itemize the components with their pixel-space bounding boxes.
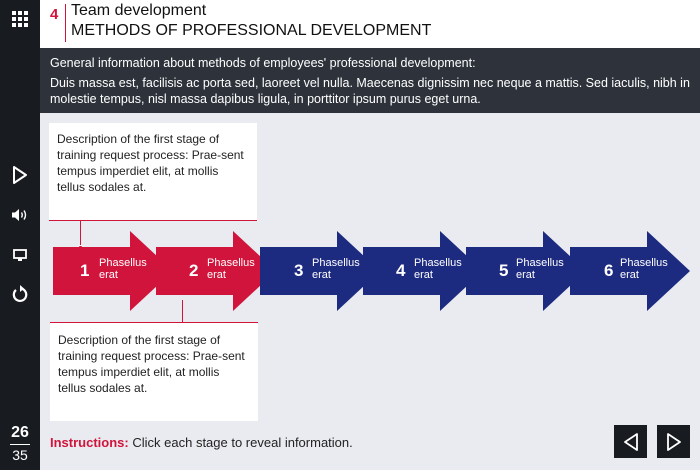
arrow-fill xyxy=(570,231,690,311)
stage-2-arrow[interactable]: 2 Phasellus erat xyxy=(156,231,281,311)
stage-number: 6 xyxy=(604,261,614,280)
lesson-title: Team development xyxy=(71,2,207,19)
menu-grid-icon xyxy=(12,11,28,27)
info-title: General information about methods of emp… xyxy=(50,56,476,70)
previous-button[interactable] xyxy=(614,425,647,458)
stage-number: 5 xyxy=(499,261,509,280)
description-box-bottom: Description of the first stage of traini… xyxy=(50,322,258,421)
instructions-label: Instructions: xyxy=(50,435,129,450)
play-button[interactable] xyxy=(0,161,40,189)
stage-label-line2: erat xyxy=(312,269,331,281)
arrow-shape xyxy=(466,231,586,311)
arrow-fill xyxy=(156,231,276,311)
stage-number: 2 xyxy=(189,261,199,280)
subtitles-icon xyxy=(13,248,27,261)
stage-label-line1: Phasellus xyxy=(414,257,462,269)
replay-icon xyxy=(12,285,28,302)
stage-number: 3 xyxy=(294,261,304,280)
page-total: 35 xyxy=(12,447,28,463)
stage-label-line2: erat xyxy=(516,269,535,281)
stage-label-line2: erat xyxy=(99,269,118,281)
replay-button[interactable] xyxy=(0,280,40,308)
arrow-fill xyxy=(53,231,173,311)
stage-3-arrow[interactable]: 3 Phasellus erat xyxy=(260,231,385,311)
arrow-shape xyxy=(53,231,173,311)
stage-number: 1 xyxy=(80,261,90,280)
stage-label-line2: erat xyxy=(207,269,226,281)
connector-line-bottom xyxy=(50,322,258,323)
next-button[interactable] xyxy=(657,425,690,458)
connector-stem-bottom xyxy=(182,300,183,322)
page-title: METHODS OF PROFESSIONAL DEVELOPMENT xyxy=(71,22,432,39)
subtitles-button[interactable] xyxy=(0,241,40,269)
chevron-left-icon xyxy=(623,432,638,451)
header-divider xyxy=(65,4,66,42)
arrow-shape xyxy=(260,231,380,311)
info-body: Duis massa est, facilisis ac porta sed, … xyxy=(50,76,690,106)
stage-label-line1: Phasellus xyxy=(312,257,360,269)
stage-1-arrow[interactable]: 1 Phasellus erat xyxy=(53,231,178,311)
header: 4 Team development METHODS OF PROFESSION… xyxy=(40,0,700,48)
stage-6-arrow[interactable]: 6 Phasellus erat xyxy=(570,231,695,311)
volume-button[interactable] xyxy=(0,201,40,229)
stage-label-line2: erat xyxy=(414,269,433,281)
arrow-shape xyxy=(363,231,483,311)
menu-button[interactable] xyxy=(0,5,40,33)
stage-label-line1: Phasellus xyxy=(620,257,668,269)
page-divider xyxy=(10,444,30,445)
stage-label-line2: erat xyxy=(620,269,639,281)
play-icon xyxy=(13,166,27,184)
volume-icon xyxy=(12,209,27,221)
arrow-fill xyxy=(363,231,483,311)
stage-5-arrow[interactable]: 5 Phasellus erat xyxy=(466,231,591,311)
description-box-top: Description of the first stage of traini… xyxy=(49,123,257,221)
arrow-fill xyxy=(260,231,380,311)
stage-label-line1: Phasellus xyxy=(207,257,255,269)
stage-label-line1: Phasellus xyxy=(516,257,564,269)
instructions: Instructions: Click each stage to reveal… xyxy=(50,435,353,450)
stage-4-arrow[interactable]: 4 Phasellus erat xyxy=(363,231,488,311)
stage-number: 4 xyxy=(396,261,406,280)
instructions-text: Click each stage to reveal information. xyxy=(132,435,353,450)
arrow-shape xyxy=(156,231,276,311)
stage-label-line1: Phasellus xyxy=(99,257,147,269)
lesson-number: 4 xyxy=(50,6,59,23)
info-panel: General information about methods of emp… xyxy=(40,48,700,113)
arrow-shape xyxy=(570,231,690,311)
chevron-right-icon xyxy=(666,432,681,451)
sidebar: 26 35 xyxy=(0,0,40,470)
page-counter: 26 35 xyxy=(0,424,40,463)
connector-line-top xyxy=(49,220,257,221)
arrow-fill xyxy=(466,231,586,311)
connector-stem-top xyxy=(80,220,81,248)
page-current: 26 xyxy=(11,424,29,441)
